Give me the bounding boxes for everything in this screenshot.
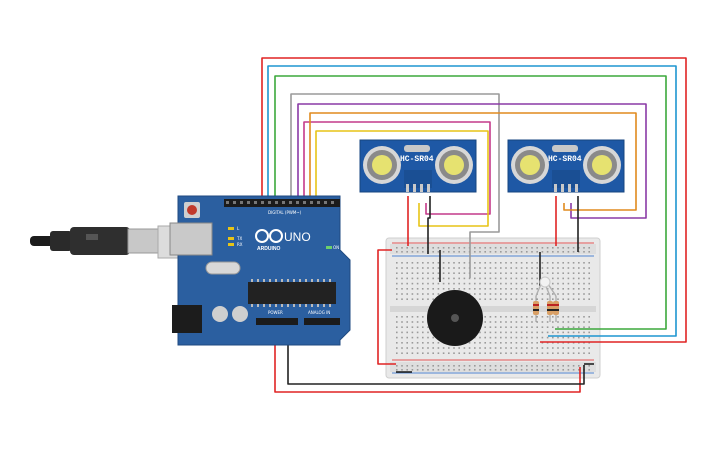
wire-yellow[interactable] (315, 130, 489, 227)
wire-sensor1-gnd[interactable] (427, 196, 431, 254)
analog-header[interactable] (304, 318, 340, 325)
board-model-label: UNO (284, 230, 311, 244)
wire-gray[interactable] (290, 93, 500, 278)
sensor-transducer-icon (583, 146, 621, 184)
sensor-transducer-icon (363, 146, 401, 184)
sensor-crystal (404, 145, 430, 152)
digital-pin[interactable] (282, 201, 285, 204)
breadboard[interactable] (385, 237, 601, 379)
digital-pin[interactable] (296, 201, 299, 204)
sensor-pin[interactable] (561, 184, 564, 192)
wire-gnd-black[interactable] (287, 326, 585, 385)
resistor-icon[interactable] (553, 296, 559, 322)
digital-pin[interactable] (247, 201, 250, 204)
reset-button-cap[interactable] (187, 205, 197, 215)
sensor-pin[interactable] (554, 184, 557, 192)
wire-green[interactable] (274, 75, 667, 330)
digital-pin[interactable] (261, 201, 264, 204)
resistor-icon[interactable] (547, 296, 553, 322)
digital-pin[interactable] (324, 201, 327, 204)
sensor-pin[interactable] (413, 184, 416, 192)
digital-pin[interactable] (310, 201, 313, 204)
wires (261, 57, 687, 393)
infinity-logo-icon (255, 229, 283, 243)
digital-pin[interactable] (303, 201, 306, 204)
crystal-oscillator (205, 261, 241, 275)
arduino-board[interactable]: UNO ARDUINO DIGITAL (PWM~) POWER ANALOG … (169, 195, 351, 346)
led-tx (228, 237, 234, 240)
led-rx-label: RX (237, 242, 243, 247)
sensor-pin[interactable] (420, 184, 423, 192)
board-brand-label: ARDUINO (257, 246, 280, 252)
capacitor (232, 306, 248, 322)
digital-pin[interactable] (289, 201, 292, 204)
digital-pin[interactable] (240, 201, 243, 204)
resistor-icon[interactable] (533, 296, 539, 322)
ultrasonic-sensor-1[interactable]: HC-SR04 (359, 139, 477, 193)
sensor-pin[interactable] (427, 184, 430, 192)
sensor-crystal (552, 145, 578, 152)
wire-magenta[interactable] (303, 121, 491, 215)
buzzer-icon[interactable] (427, 290, 483, 346)
digital-pins (226, 201, 334, 204)
capacitor (212, 306, 228, 322)
digital-label: DIGITAL (PWM~) (268, 210, 302, 215)
led-on (326, 246, 332, 249)
digital-pin[interactable] (317, 201, 320, 204)
sensor-transducer-icon (435, 146, 473, 184)
power-header[interactable] (256, 318, 298, 325)
digital-pin[interactable] (226, 201, 229, 204)
sensor-pin[interactable] (406, 184, 409, 192)
wire-orange[interactable] (309, 112, 637, 211)
sensor-pin[interactable] (568, 184, 571, 192)
on-label: ON (333, 245, 339, 250)
sensor-2-label: HC-SR04 (548, 155, 582, 164)
power-jack (172, 305, 202, 333)
sensor-transducer-icon (511, 146, 549, 184)
power-label: POWER (268, 310, 283, 315)
digital-pin[interactable] (331, 201, 334, 204)
digital-pin[interactable] (233, 201, 236, 204)
sensor-pin[interactable] (575, 184, 578, 192)
led-tx-label: TX (236, 236, 242, 241)
led-component[interactable] (535, 276, 557, 297)
digital-pin[interactable] (268, 201, 271, 204)
wire-red-outer[interactable] (261, 57, 687, 343)
breadboard-holes (396, 247, 590, 371)
digital-pin[interactable] (275, 201, 278, 204)
wire-blue[interactable] (267, 65, 677, 337)
led-l-label: L (237, 226, 240, 231)
microcontroller-chip (248, 282, 336, 304)
wire-bb-red-left[interactable] (377, 249, 396, 365)
sensor-1-label: HC-SR04 (400, 155, 434, 164)
digital-pin[interactable] (254, 201, 257, 204)
wire-5v-red[interactable] (274, 326, 581, 393)
led-l (228, 227, 234, 230)
ultrasonic-sensor-2[interactable]: HC-SR04 (507, 139, 625, 193)
usb-jack (169, 222, 213, 256)
wire-purple[interactable] (297, 103, 647, 219)
analog-label: ANALOG IN (308, 310, 330, 315)
led-rx (228, 243, 234, 246)
